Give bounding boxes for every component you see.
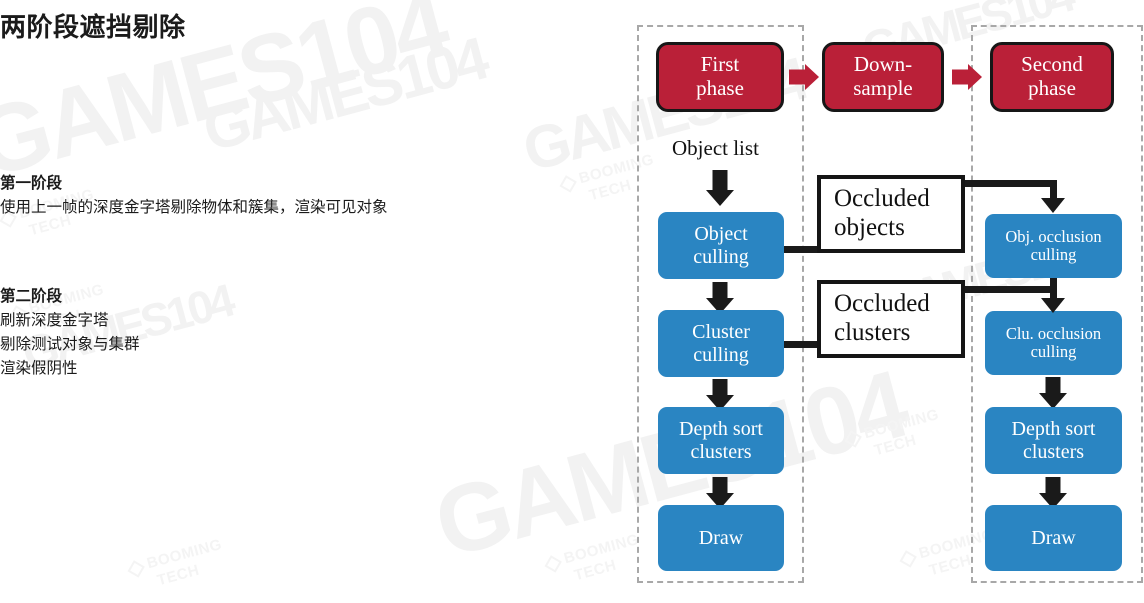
paragraph-line: 使用上一帧的深度金字塔剔除物体和簇集，渲染可见对象 — [0, 199, 388, 216]
arrowhead-into-clu-occlusion-culling — [1041, 298, 1065, 313]
connector-clusterculling-to-occludedclusters — [784, 341, 820, 348]
paragraph-line: 剔除测试对象与集群 — [0, 336, 140, 353]
label-object-list: Object list — [672, 136, 759, 160]
page-title: 两阶段遮挡剔除 — [0, 12, 186, 42]
paragraph-first-phase: 第一阶段 使用上一帧的深度金字塔剔除物体和簇集，渲染可见对象 — [0, 172, 388, 220]
connector-occludedobjects-vertical — [1050, 180, 1057, 202]
arrowhead-into-obj-occlusion-culling — [1041, 198, 1065, 213]
paragraph-line: 第一阶段 — [0, 175, 63, 192]
arrow-first-to-downsample — [789, 64, 819, 90]
dashed-group-second-phase — [971, 25, 1143, 583]
paragraph-line: 刷新深度金字塔 — [0, 312, 109, 329]
paragraph-second-phase: 第二阶段 刷新深度金字塔 剔除测试对象与集群 渲染假阴性 — [0, 285, 140, 381]
node-draw-left[interactable]: Draw — [658, 505, 784, 571]
paragraph-line: 第二阶段 — [0, 288, 63, 305]
paragraph-line: 渲染假阴性 — [0, 360, 78, 377]
node-down-sample[interactable]: Down-sample — [822, 42, 944, 112]
connector-objocclusion-to-cluocclusion — [1050, 278, 1057, 300]
connector-occludedobjects-horizontal — [961, 180, 1057, 187]
connector-objectculling-to-occludedobjects — [784, 246, 820, 253]
arrow-objectlist-to-objectculling — [705, 170, 735, 206]
node-draw-right[interactable]: Draw — [985, 505, 1122, 571]
arrow-downsample-to-second — [952, 64, 982, 90]
connector-occludedclusters-horizontal — [961, 286, 1057, 293]
dashed-group-first-phase — [637, 25, 804, 583]
arrow-cluocclusion-to-depthsort-right — [1038, 377, 1068, 409]
